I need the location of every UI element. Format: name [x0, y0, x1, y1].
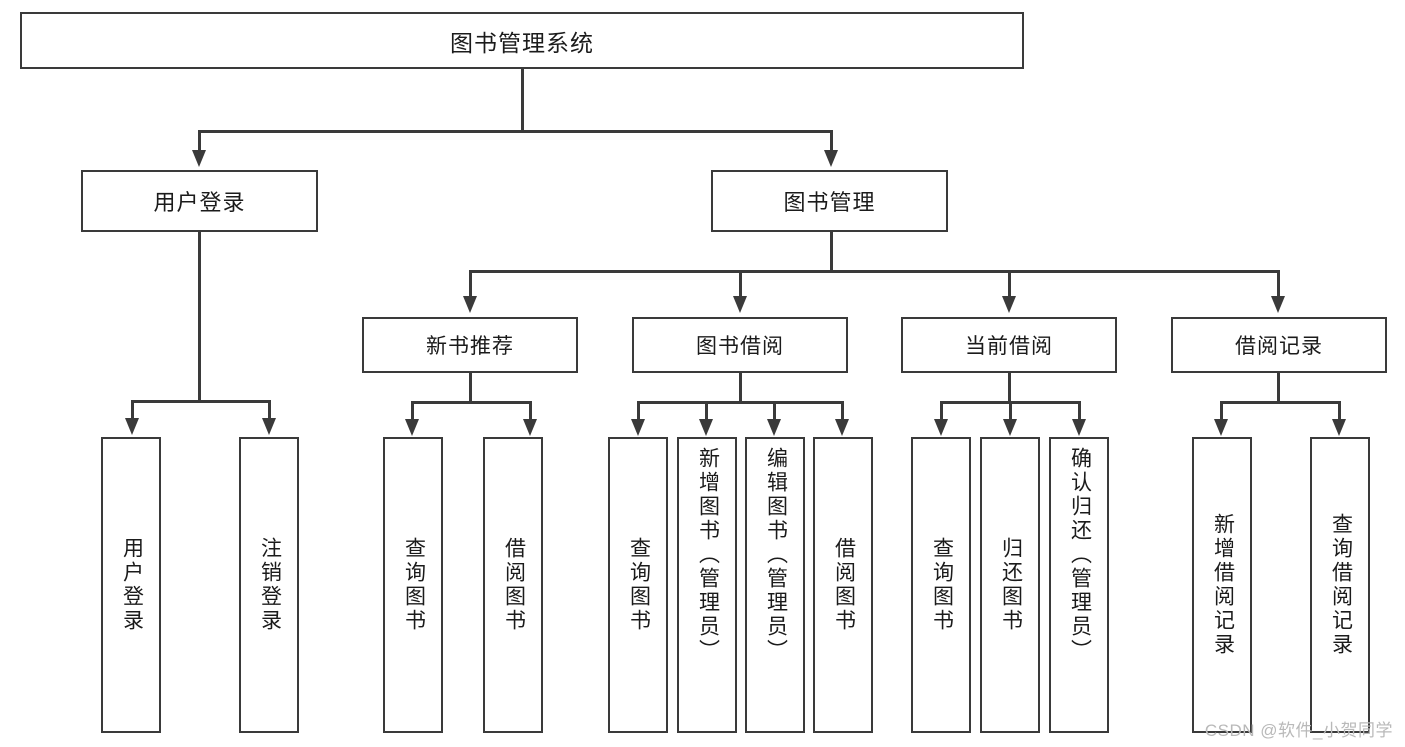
connector-new-book-drop-1: [411, 401, 414, 421]
node-label: 注销登录: [258, 537, 282, 633]
leaf-book-borrow-edit-book[interactable]: 编辑图书（管理员）: [745, 437, 805, 733]
leaf-new-book-borrow-book[interactable]: 借阅图书: [483, 437, 543, 733]
node-root-system[interactable]: 图书管理系统: [20, 12, 1024, 69]
csdn-watermark: CSDN @软件_小贺同学: [1204, 721, 1393, 740]
connector-root-to-book-manage: [830, 130, 833, 152]
node-label: 图书管理: [783, 190, 876, 215]
node-label: 当前借阅: [965, 335, 1053, 358]
arrow-to-borrow-record: [1271, 296, 1285, 313]
arrow-current-borrow-leaf-3: [1072, 419, 1086, 436]
arrow-borrow-record-leaf-2: [1332, 419, 1346, 436]
node-label: 用户登录: [153, 190, 246, 215]
leaf-borrow-record-add-record[interactable]: 新增借阅记录: [1192, 437, 1252, 733]
connector-user-login-bus: [131, 400, 268, 403]
connector-user-login-drop-1: [131, 400, 134, 420]
arrow-to-new-book: [463, 296, 477, 313]
connector-new-book-drop-2: [529, 401, 532, 421]
connector-user-login-drop-2: [268, 400, 271, 420]
node-label: 新书推荐: [426, 335, 514, 358]
connector-borrow-record-stem: [1277, 373, 1280, 403]
arrow-new-book-leaf-2: [523, 419, 537, 436]
arrow-user-login-leaf-2: [262, 418, 276, 435]
arrow-book-borrow-leaf-2: [699, 419, 713, 436]
node-new-book-recommend[interactable]: 新书推荐: [362, 317, 578, 373]
node-label: 用户登录: [120, 537, 144, 633]
node-current-borrow[interactable]: 当前借阅: [901, 317, 1117, 373]
node-label: 新增图书（管理员）: [696, 447, 720, 663]
connector-borrow-record-drop-1: [1220, 401, 1223, 421]
leaf-book-borrow-query-book[interactable]: 查询图书: [608, 437, 668, 733]
connector-book-borrow-drop-3: [773, 401, 776, 421]
connector-current-borrow-drop-1: [940, 401, 943, 421]
arrow-book-borrow-leaf-3: [767, 419, 781, 436]
node-label: 借阅记录: [1235, 335, 1323, 358]
connector-to-book-borrow: [739, 270, 742, 298]
node-label: 编辑图书（管理员）: [764, 447, 788, 663]
arrow-to-book-borrow: [733, 296, 747, 313]
connector-borrow-record-bus: [1220, 401, 1338, 404]
node-label: 查询图书: [627, 537, 651, 633]
connector-borrow-record-drop-2: [1338, 401, 1341, 421]
connector-book-manage-stem: [830, 232, 833, 272]
arrow-current-borrow-leaf-2: [1003, 419, 1017, 436]
node-label: 确认归还（管理员）: [1068, 447, 1092, 663]
arrow-current-borrow-leaf-1: [934, 419, 948, 436]
node-label: 归还图书: [999, 537, 1023, 633]
node-label: 图书借阅: [696, 335, 784, 358]
node-label: 图书管理系统: [450, 29, 594, 56]
arrow-book-borrow-leaf-4: [835, 419, 849, 436]
leaf-book-borrow-add-book[interactable]: 新增图书（管理员）: [677, 437, 737, 733]
connector-current-borrow-drop-3: [1078, 401, 1081, 421]
connector-level3-bus: [469, 270, 1279, 273]
connector-current-borrow-stem: [1008, 373, 1011, 403]
connector-book-borrow-drop-4: [841, 401, 844, 421]
arrow-root-to-book-manage: [824, 150, 838, 167]
arrow-book-borrow-leaf-1: [631, 419, 645, 436]
node-label: 查询图书: [930, 537, 954, 633]
node-label: 新增借阅记录: [1211, 513, 1235, 657]
arrow-root-to-user-login: [192, 150, 206, 167]
connector-root-stem: [521, 69, 524, 132]
connector-book-borrow-drop-2: [705, 401, 708, 421]
node-label: 查询图书: [402, 537, 426, 633]
leaf-current-borrow-return-book[interactable]: 归还图书: [980, 437, 1040, 733]
node-label: 借阅图书: [832, 537, 856, 633]
connector-book-borrow-bus: [637, 401, 843, 404]
connector-book-borrow-drop-1: [637, 401, 640, 421]
connector-current-borrow-drop-2: [1009, 401, 1012, 421]
node-user-login[interactable]: 用户登录: [81, 170, 318, 232]
connector-to-borrow-record: [1277, 270, 1280, 298]
leaf-current-borrow-confirm-return[interactable]: 确认归还（管理员）: [1049, 437, 1109, 733]
leaf-new-book-query-book[interactable]: 查询图书: [383, 437, 443, 733]
arrow-borrow-record-leaf-1: [1214, 419, 1228, 436]
node-label: 借阅图书: [502, 537, 526, 633]
node-book-borrow[interactable]: 图书借阅: [632, 317, 848, 373]
connector-book-borrow-stem: [739, 373, 742, 403]
connector-root-bus: [198, 130, 832, 133]
connector-to-new-book: [469, 270, 472, 298]
leaf-borrow-record-query-record[interactable]: 查询借阅记录: [1310, 437, 1370, 733]
node-borrow-record[interactable]: 借阅记录: [1171, 317, 1387, 373]
connector-new-book-stem: [469, 373, 472, 403]
arrow-to-current-borrow: [1002, 296, 1016, 313]
node-label: 查询借阅记录: [1329, 513, 1353, 657]
leaf-user-login-login[interactable]: 用户登录: [101, 437, 161, 733]
leaf-book-borrow-borrow-book[interactable]: 借阅图书: [813, 437, 873, 733]
connector-user-login-stem: [198, 232, 201, 402]
arrow-user-login-leaf-1: [125, 418, 139, 435]
node-book-management[interactable]: 图书管理: [711, 170, 948, 232]
leaf-user-login-logout[interactable]: 注销登录: [239, 437, 299, 733]
leaf-current-borrow-query-book[interactable]: 查询图书: [911, 437, 971, 733]
arrow-new-book-leaf-1: [405, 419, 419, 436]
connector-to-current-borrow: [1008, 270, 1011, 298]
connector-new-book-bus: [411, 401, 529, 404]
connector-root-to-user-login: [198, 130, 201, 152]
